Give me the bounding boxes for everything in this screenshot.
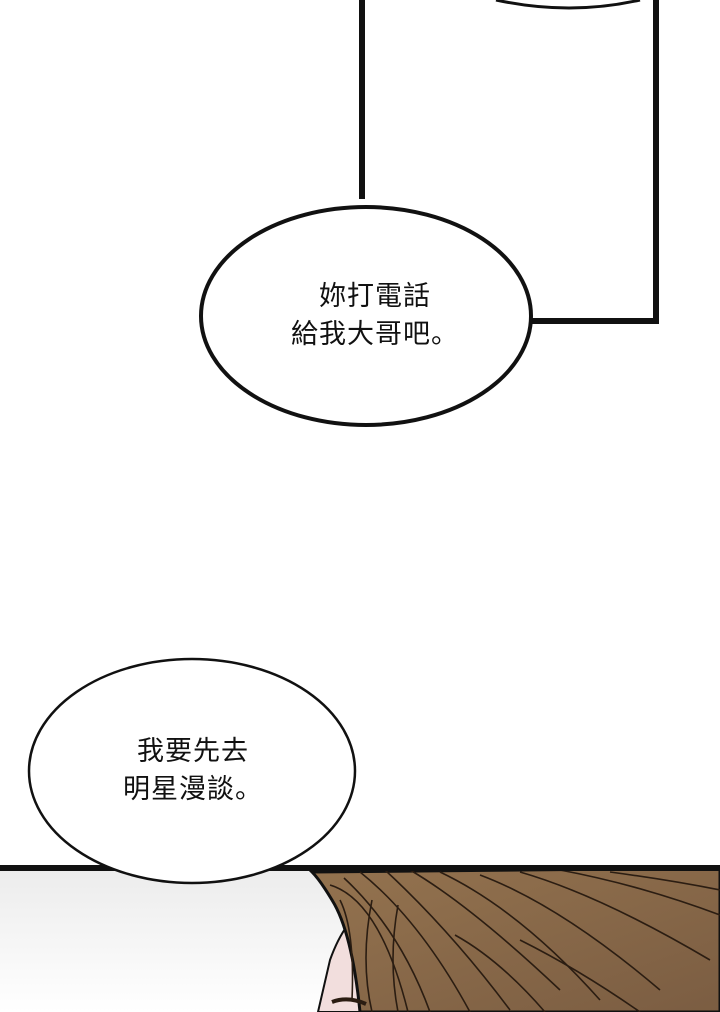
- hair-strands: [329, 869, 720, 1012]
- speech-bubble-1-line-1: 妳打電話: [319, 281, 431, 312]
- speech-bubble-1: [199, 205, 533, 427]
- lower-panel: [0, 865, 720, 1012]
- speech-bubble-2-text: 我要先去 明星漫談。: [78, 733, 308, 809]
- character-hair: [308, 866, 720, 1012]
- speech-bubble-1-text: 妳打電話 給我大哥吧。: [260, 278, 490, 354]
- speech-bubble-2-line-1: 我要先去: [137, 736, 249, 767]
- upper-panel-bottom-border: [530, 0, 659, 324]
- upper-panel: [359, 0, 659, 324]
- offpanel-bubble-edge: [495, 0, 641, 10]
- eyebrow: [331, 997, 367, 1006]
- speech-bubble-1-line-2: 給我大哥吧。: [291, 319, 459, 350]
- speech-bubble-2-line-2: 明星漫談。: [123, 774, 263, 805]
- speech-bubble-2: [27, 657, 357, 885]
